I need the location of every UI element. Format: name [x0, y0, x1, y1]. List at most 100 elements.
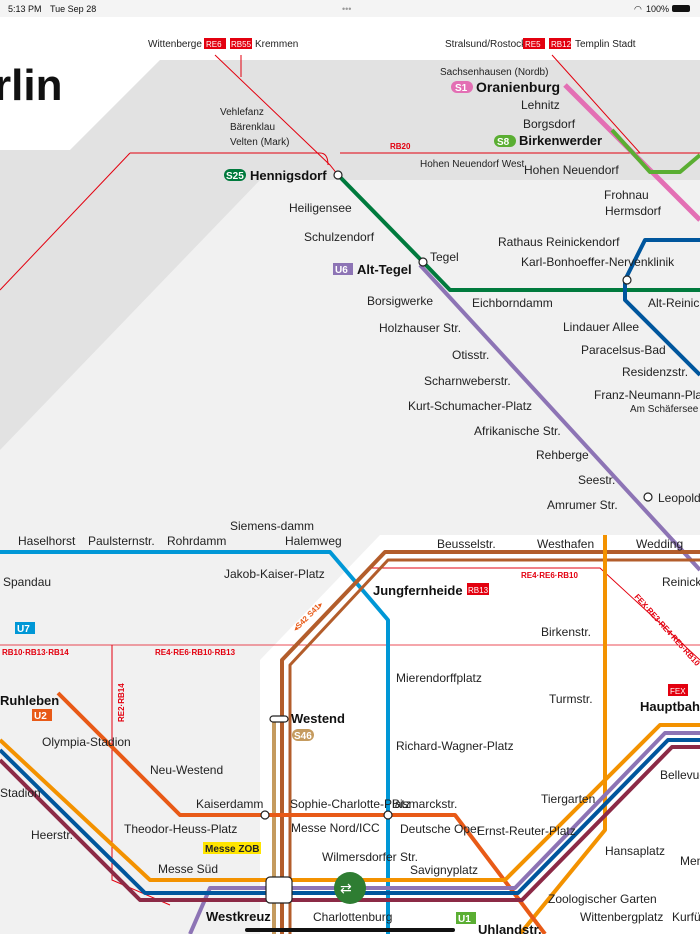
station-schulzendorf: Schulzendorf — [304, 230, 375, 244]
station-bellevue: Bellevue — [660, 768, 700, 782]
station-hohen-neuendorf: Hohen Neuendorf — [524, 163, 619, 177]
s25-line — [336, 173, 700, 292]
station-wilmersdorfer-str: Wilmersdorfer Str. — [322, 850, 418, 864]
inner-ring-zone — [260, 535, 700, 934]
station-spandau: Spandau — [3, 575, 51, 589]
station-borgsdorf: Borgsdorf — [523, 117, 576, 131]
orange-line — [518, 535, 607, 934]
badge-u7: U7 — [17, 624, 30, 635]
badge-s1: S1 — [455, 83, 468, 94]
station-vehlefanz: Vehlefanz — [220, 107, 264, 118]
station-hennigsdorf: Hennigsdorf — [250, 168, 327, 183]
regional-lines — [0, 54, 700, 906]
station-franz-neumann-platz: Franz-Neumann-Platz — [594, 388, 700, 402]
station-birkenwerder: Birkenwerder — [519, 133, 602, 148]
station-stadion: Stadion — [0, 786, 41, 800]
label-re-d: RE2·RB14 — [117, 683, 126, 722]
station-residenzstr: Residenzstr. — [622, 365, 688, 379]
station-olympia-stadion: Olympia-Stadion — [42, 735, 131, 749]
outer-zone — [0, 60, 700, 450]
status-bar: 5:13 PM Tue Sep 28 ••• ◠ 100% — [0, 0, 700, 18]
station-alt-tegel: Alt-Tegel — [357, 262, 412, 277]
badge-u2: U2 — [34, 711, 47, 722]
label-re-c: RB10·RB13·RB14 — [2, 648, 69, 657]
arrows-icon: ⇄ — [340, 880, 352, 896]
station-rathaus-reinickendorf: Rathaus Reinickendorf — [498, 235, 620, 249]
station-karl-bonhoeffer: Karl-Bonhoeffer-Nervenklinik — [521, 255, 675, 269]
destinations: Wittenberge RE6 RB55 Kremmen Stralsund/R… — [148, 38, 636, 50]
station-frohnau: Frohnau — [604, 188, 649, 202]
dest-stralsund: Stralsund/Rostock — [445, 39, 527, 50]
label-rb20: RB20 — [390, 142, 411, 151]
station-neu-westend: Neu-Westend — [150, 763, 223, 777]
dest-templin: Templin Stadt — [575, 39, 636, 50]
badge-re5: RE5 — [525, 40, 541, 49]
station-uhlandstr: Uhlandstr. — [478, 922, 542, 934]
badge-u1: U1 — [458, 914, 471, 925]
badge-u6: U6 — [335, 265, 348, 276]
station-kurfuerstendamm: Kurfürstendamm — [672, 910, 700, 924]
clock: 5:13 PM — [8, 4, 42, 14]
station-oranienburg: Oranienburg — [476, 79, 560, 95]
station-sophie-charlotte-platz: Sophie-Charlotte-Platz — [290, 797, 411, 811]
stations[interactable]: Sachsenhausen (Nordb) Oranienburg Lehnit… — [0, 67, 700, 934]
badge-s8: S8 — [497, 137, 510, 148]
white-zone — [0, 17, 700, 150]
ring-outer — [280, 550, 700, 934]
station-theodor-heuss-platz: Theodor-Heuss-Platz — [124, 822, 237, 836]
station-rohrdamm: Rohrdamm — [167, 534, 226, 548]
station-seestr: Seestr. — [578, 473, 615, 487]
station-paulsternstr: Paulsternstr. — [88, 534, 155, 548]
badge-s25: S25 — [226, 171, 244, 182]
dest-wittenberge: Wittenberge — [148, 39, 202, 50]
station-deutsche-oper: Deutsche Oper — [400, 822, 481, 836]
station-turmstr: Turmstr. — [549, 692, 593, 706]
station-otisstr: Otisstr. — [452, 348, 489, 362]
station-savignyplatz: Savignyplatz — [410, 863, 478, 877]
station-halemweg: Halemweg — [285, 534, 342, 548]
badge-rb13: RB13 — [468, 586, 489, 595]
station-reinickendorfer-str: Reinickendorfer Str. — [662, 575, 700, 589]
station-holzhauser: Holzhauser Str. — [379, 321, 461, 335]
station-westkreuz: Westkreuz — [206, 909, 271, 924]
station-sachsenhausen: Sachsenhausen (Nordb) — [440, 67, 548, 78]
station-rehberge: Rehberge — [536, 448, 589, 462]
station-messe-nord-icc: Messe Nord/ICC — [291, 821, 380, 835]
map-title: rlin — [0, 61, 62, 110]
station-ruhleben: Ruhleben — [0, 693, 59, 708]
station-jakob-kaiser-platz: Jakob-Kaiser-Platz — [224, 567, 325, 581]
home-indicator[interactable] — [245, 928, 455, 932]
station-haselhorst: Haselhorst — [18, 534, 76, 548]
station-heerstr: Heerstr. — [31, 828, 73, 842]
station-heiligensee: Heiligensee — [289, 201, 352, 215]
label-re-a: RE4·RE6·RB10 — [521, 571, 578, 580]
badge-s46: S46 — [294, 731, 312, 742]
label-messe-zob: Messe ZOB — [205, 844, 259, 855]
badge-fex: FEX — [670, 687, 686, 696]
station-kaiserdamm: Kaiserdamm — [196, 797, 263, 811]
station-hermsdorf: Hermsdorf — [605, 204, 662, 218]
station-richard-wagner-platz: Richard-Wagner-Platz — [396, 739, 514, 753]
station-jungfernheide: Jungfernheide — [373, 583, 463, 598]
station-mendelssohn-bartholdy-park: Mendelssohn-Bartholdy-Park — [680, 854, 700, 868]
interchange-markers — [260, 170, 653, 904]
station-wedding: Wedding — [636, 537, 683, 551]
u7-line — [0, 550, 390, 934]
station-siemensdamm: Siemens-damm — [230, 519, 314, 533]
multitasking-dots[interactable]: ••• — [342, 4, 352, 14]
station-am-schaefersee: Am Schäfersee — [630, 404, 699, 415]
station-afrikanische-str: Afrikanische Str. — [474, 424, 561, 438]
dest-kremmen: Kremmen — [255, 39, 298, 50]
u2-line — [56, 691, 547, 934]
station-kurt-schumacher-platz: Kurt-Schumacher-Platz — [408, 399, 532, 413]
station-leopoldplatz: Leopoldplatz — [658, 491, 700, 505]
station-amrumer-str: Amrumer Str. — [547, 498, 618, 512]
battery-level: 100% — [646, 4, 670, 14]
station-baerenklau: Bärenklau — [230, 122, 275, 133]
station-ernst-reuter-platz: Ernst-Reuter-Platz — [477, 824, 576, 838]
station-mierendorffplatz: Mierendorffplatz — [396, 671, 482, 685]
transit-map[interactable]: rlin ⇄ Wittenberge RE6 RB — [0, 17, 700, 934]
station-velten: Velten (Mark) — [230, 137, 289, 148]
ring-inner — [288, 558, 700, 934]
station-zoologischer-garten: Zoologischer Garten — [548, 892, 657, 906]
